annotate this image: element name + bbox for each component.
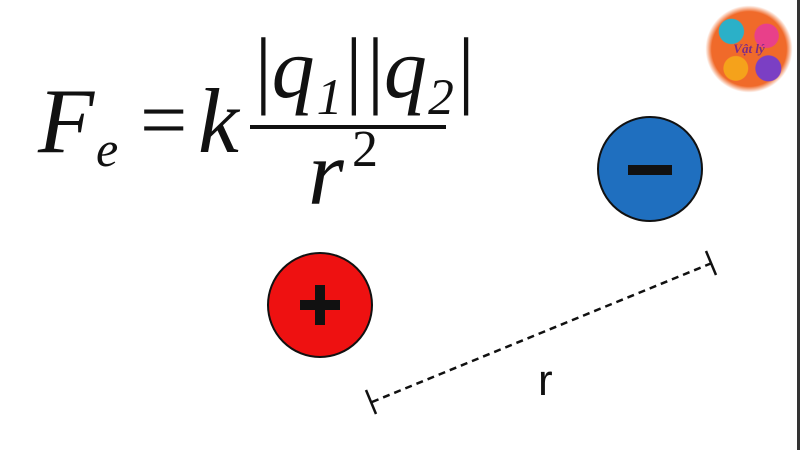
coulomb-constant: k xyxy=(198,70,239,172)
logo-text: Vật lý xyxy=(733,41,765,56)
equals-sign: = xyxy=(140,74,188,167)
distance-tick-right xyxy=(704,250,718,276)
numerator: |q₁||q₂| xyxy=(250,20,476,116)
right-border xyxy=(797,0,800,450)
distance-label: r xyxy=(538,356,553,405)
minus-icon xyxy=(628,165,672,175)
distance-line xyxy=(371,261,713,404)
force-symbol: F xyxy=(38,70,95,172)
fraction-bar xyxy=(250,125,446,129)
logo: Vật lý xyxy=(705,5,793,93)
force-subscript: e xyxy=(96,121,119,177)
plus-icon xyxy=(300,285,340,325)
denominator-r: r xyxy=(308,122,344,224)
denominator-exponent: 2 xyxy=(352,121,378,178)
distance-tick-left xyxy=(364,389,378,415)
